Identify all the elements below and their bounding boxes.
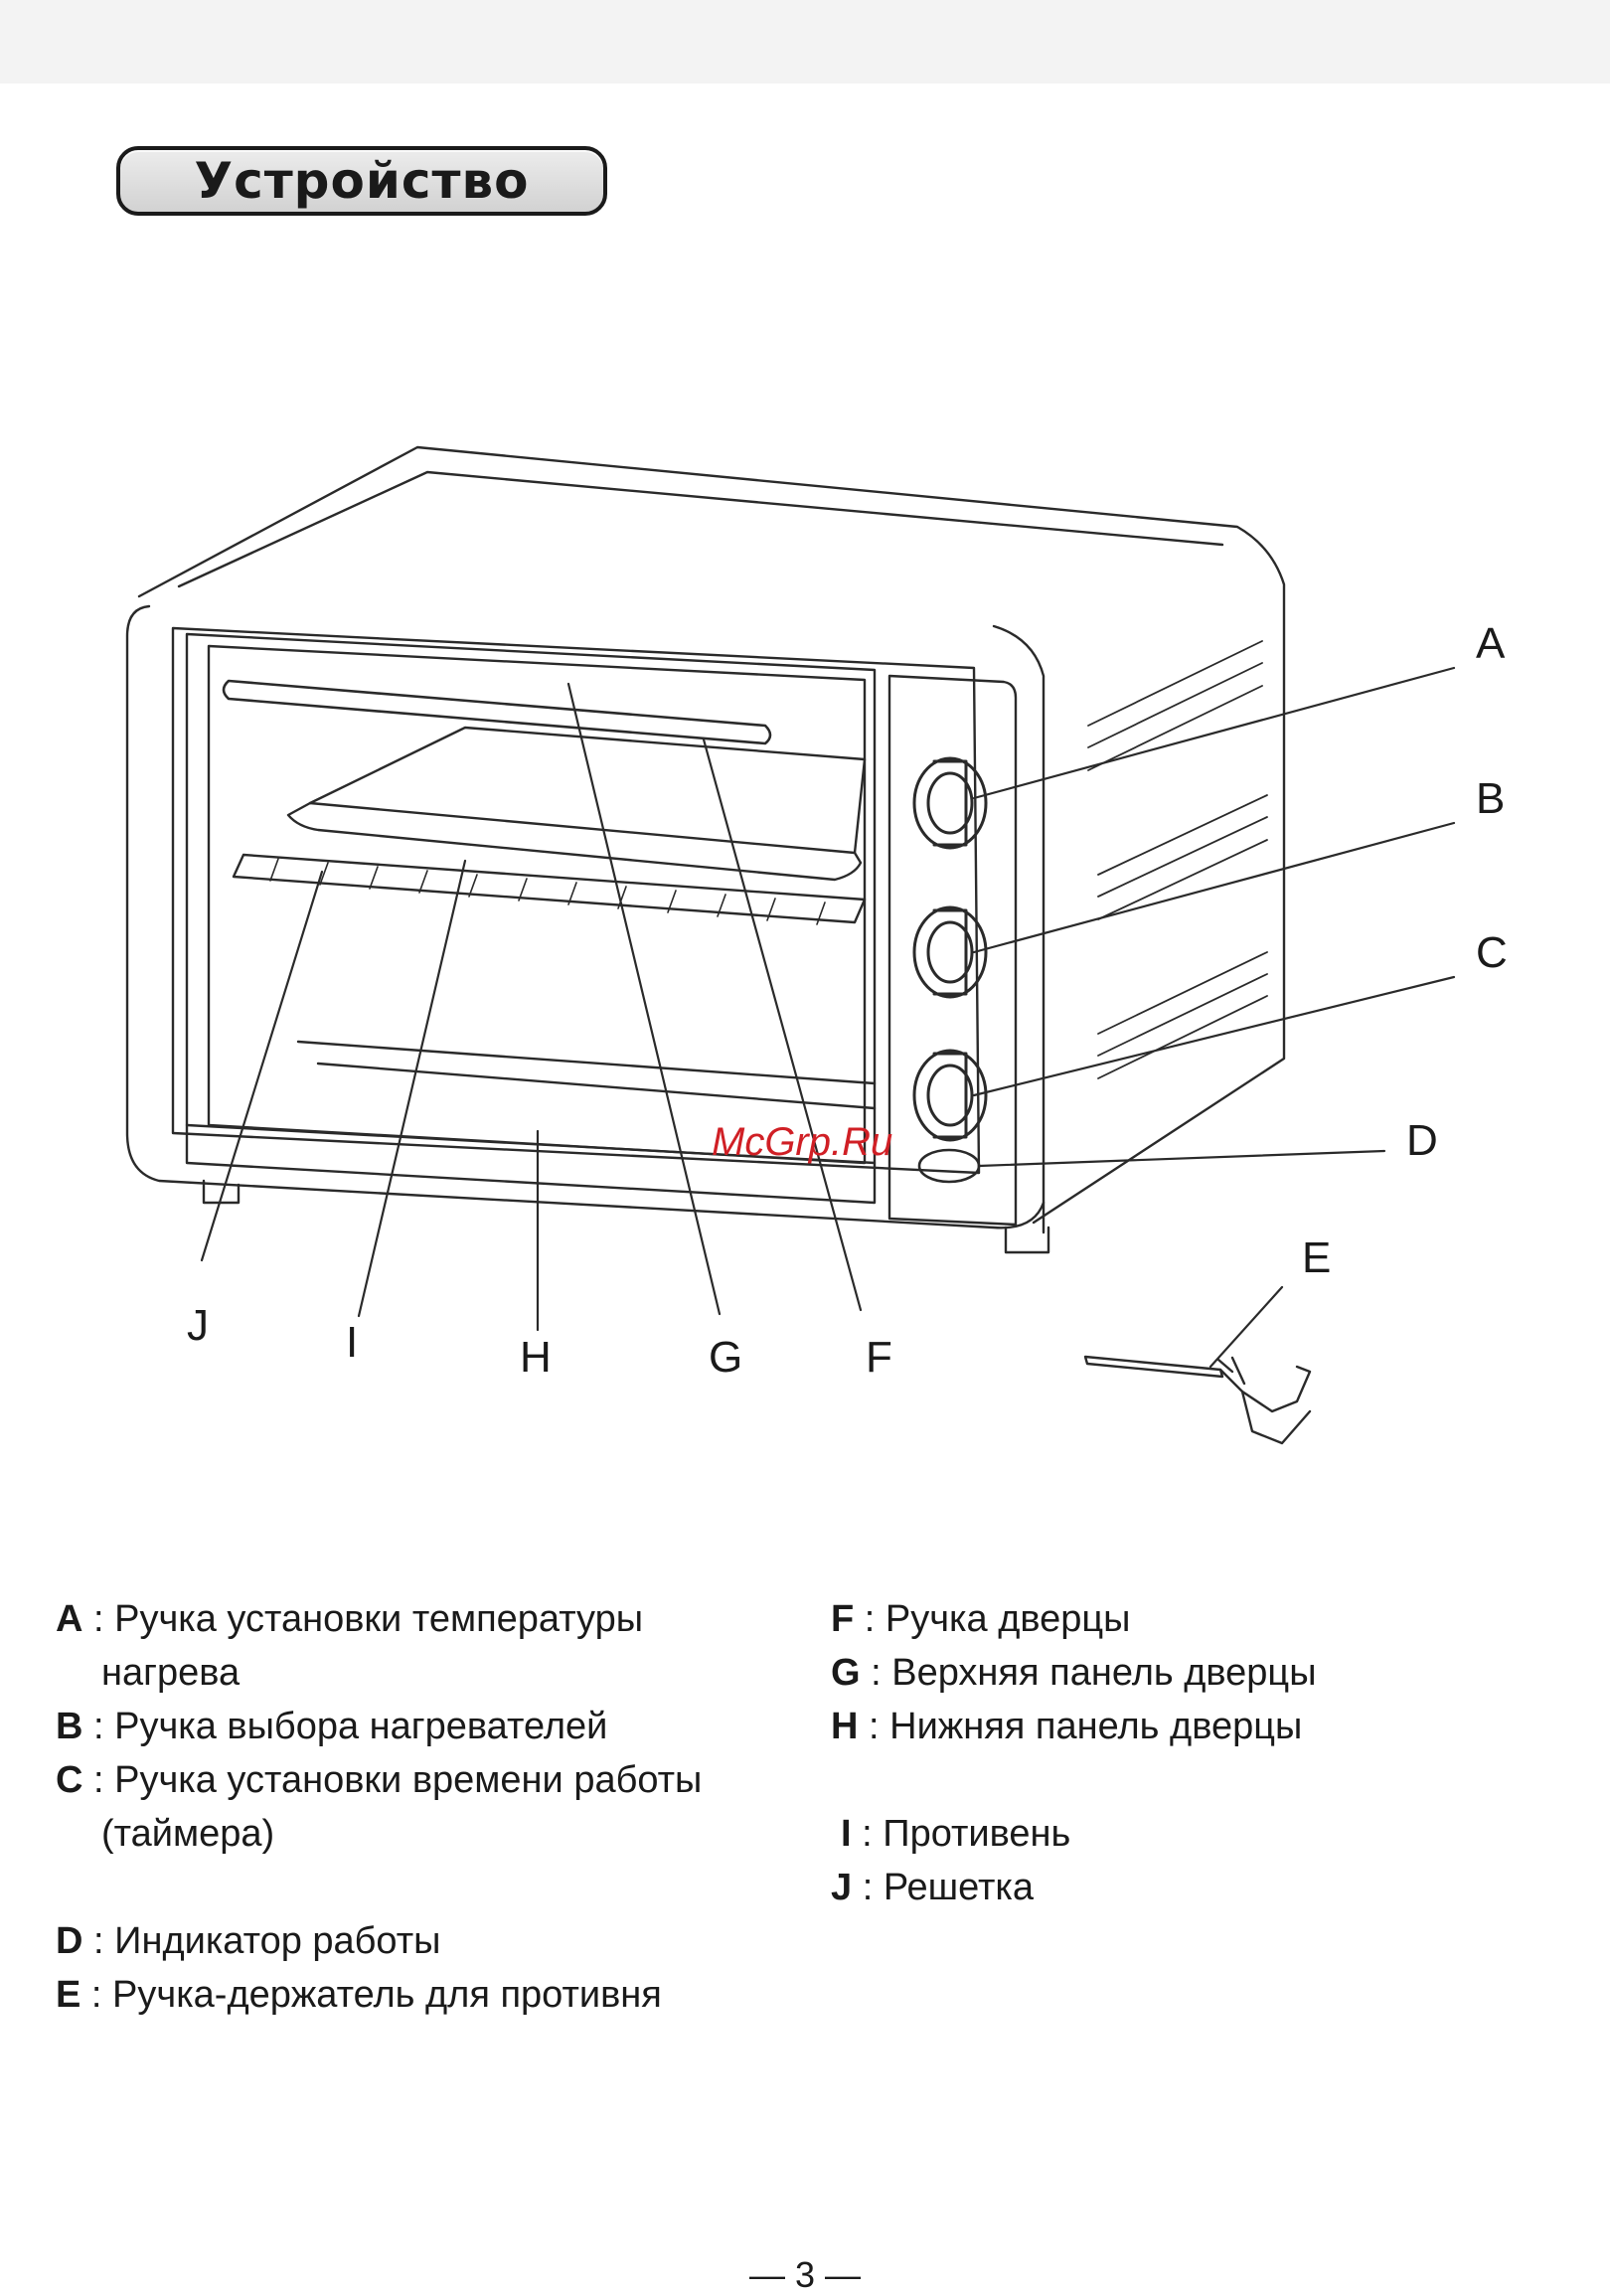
knob-c (912, 1049, 988, 1142)
door-frame (185, 632, 877, 1205)
oven-side-edge (992, 624, 1046, 1234)
door-handle (222, 679, 772, 745)
callout-i: I (346, 1318, 358, 1367)
legend-item-i: I : Противень (841, 1813, 1071, 1855)
watermark: McGrp.Ru (712, 1120, 892, 1164)
legend-left: A : Ручка установки температуры нагрева … (56, 1592, 771, 2022)
knob-a (912, 756, 988, 850)
oven-top-outline (137, 445, 1286, 1225)
callout-d: D (1406, 1116, 1438, 1165)
callout-f: F (866, 1333, 892, 1382)
callout-c: C (1476, 928, 1508, 977)
crumb-tray (296, 1040, 877, 1110)
callout-a: A (1476, 619, 1506, 668)
oven-top-inner (177, 470, 1224, 588)
section-title: Устройство (116, 146, 607, 216)
legend-item-a: A : Ручка установки температуры нагрева (56, 1598, 644, 1694)
control-panel (887, 674, 1018, 1227)
leader-lines (200, 666, 1456, 1369)
legend-item-c: C : Ручка установки времени работы (тайм… (56, 1759, 703, 1855)
legend-item-f: F : Ручка дверцы (831, 1598, 1131, 1640)
legend-item-j: J : Решетка (831, 1867, 1034, 1908)
top-strip (0, 0, 1610, 83)
oven-front-inner-frame (171, 626, 981, 1175)
callout-b: B (1476, 774, 1505, 823)
foot-right (1004, 1226, 1050, 1254)
power-indicator (917, 1148, 981, 1184)
tray-rim (308, 726, 867, 855)
legend-item-e: E : Ручка-держатель для противня (56, 1974, 662, 2016)
legend-item-g: G : Верхняя панель дверцы (831, 1652, 1317, 1694)
rack-bars (269, 858, 826, 925)
tray (286, 801, 863, 882)
callout-g: G (709, 1333, 742, 1382)
callout-e: E (1302, 1233, 1331, 1282)
lower-panel (185, 1123, 877, 1165)
knob-b (912, 905, 988, 999)
legend-item-h: H : Нижняя панель дверцы (831, 1706, 1303, 1747)
oven-diagram: A B C D E F G H I J McGrp.Ru (125, 445, 1508, 1445)
legend-right: F : Ручка дверцы G : Верхняя панель двер… (831, 1592, 1546, 1914)
tray-holder (1083, 1355, 1312, 1445)
oven-front-frame (125, 604, 1046, 1230)
page-number: — 3 — (748, 2254, 862, 2295)
side-vents (1087, 640, 1268, 1079)
callout-j: J (187, 1301, 209, 1350)
foot-left (202, 1179, 241, 1205)
legend-item-d: D : Индикатор работы (56, 1920, 441, 1962)
callout-h: H (520, 1333, 552, 1382)
rack (232, 853, 867, 924)
legend-item-b: B : Ручка выбора нагревателей (56, 1706, 608, 1747)
